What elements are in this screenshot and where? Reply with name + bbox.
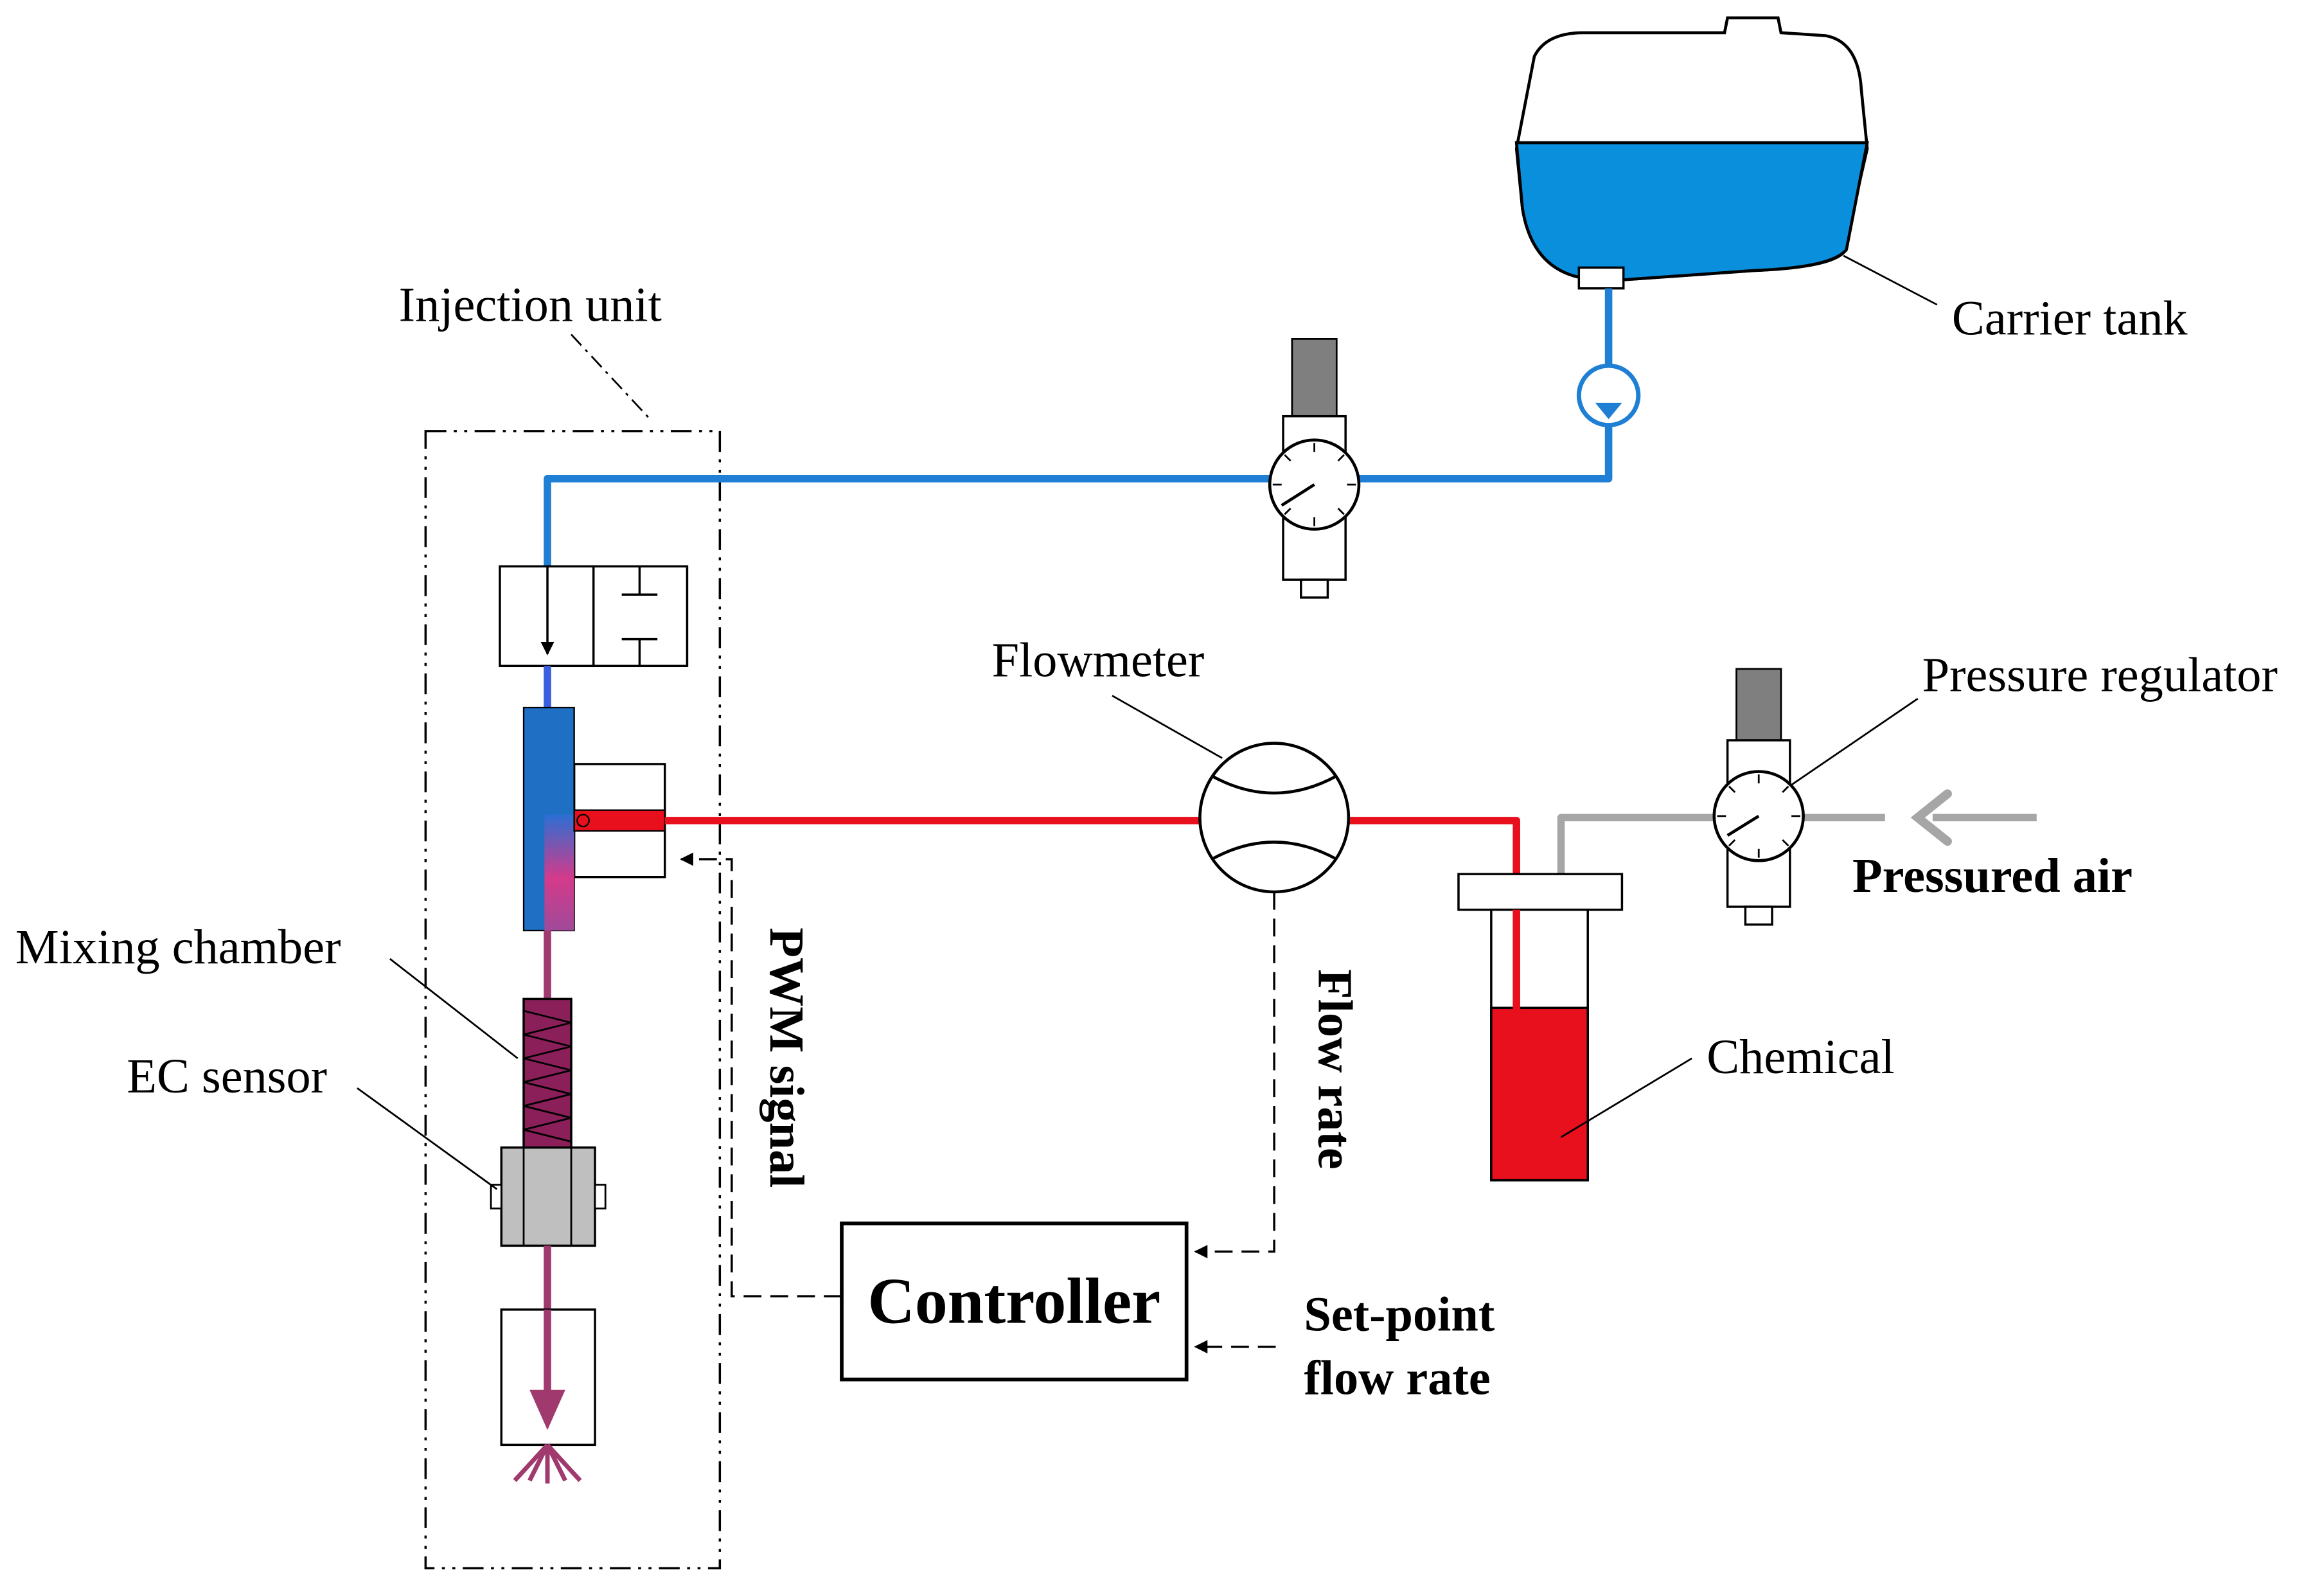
solenoid-valve-icon <box>499 565 689 668</box>
pressure-regulator-label: Pressure regulator <box>1922 648 2278 702</box>
pressured-air-label: Pressured air <box>1852 848 2133 903</box>
carrier-line <box>544 288 1613 663</box>
check-valve-icon <box>1576 363 1641 428</box>
pressure-gauge-icon <box>1712 668 1805 926</box>
flowmeter-leader <box>1112 695 1223 759</box>
controller-box <box>840 1221 1189 1382</box>
injection-unit-leader <box>571 334 652 422</box>
setpoint-label-line1: Set-point <box>1304 1287 1495 1341</box>
injection-unit-boundary <box>424 430 722 1570</box>
flow-rate-signal-line <box>1194 891 1275 1259</box>
flowmeter-label: Flowmeter <box>992 632 1205 687</box>
ec-sensor-leader <box>357 1087 498 1190</box>
ec-sensor-label: EC sensor <box>127 1049 327 1103</box>
carrier-tank-label: Carrier tank <box>1952 290 2188 345</box>
injection-unit-label: Injection unit <box>399 278 662 332</box>
flow-rate-label: Flow rate <box>1308 969 1363 1170</box>
carrier-tank-icon <box>1514 16 1869 290</box>
air-inlet-arrow-icon <box>1910 789 1952 846</box>
carrier-tank-leader <box>1843 254 1938 306</box>
pressure-regulator-leader <box>1791 698 1919 786</box>
setpoint-label-line2: flow rate <box>1304 1351 1490 1405</box>
flowmeter-icon <box>1198 742 1351 894</box>
mixing-chamber-label: Mixing chamber <box>15 920 341 974</box>
chemical-label: Chemical <box>1707 1029 1895 1084</box>
mixing-chamber-leader <box>389 958 519 1060</box>
spray-nozzle-icon <box>500 1308 596 1484</box>
pwm-signal-line <box>680 852 842 1297</box>
chemical-leader <box>1560 1057 1692 1138</box>
chemical-tank-icon <box>1457 873 1624 1182</box>
mixing-coil-icon <box>522 997 572 1149</box>
ec-sensor-icon <box>490 1146 607 1247</box>
pressure-gauge-icon <box>1268 338 1361 599</box>
injector-body <box>522 706 666 932</box>
pwm-signal-label: PWM signal <box>759 927 814 1188</box>
controller-label: Controller <box>867 1265 1160 1338</box>
